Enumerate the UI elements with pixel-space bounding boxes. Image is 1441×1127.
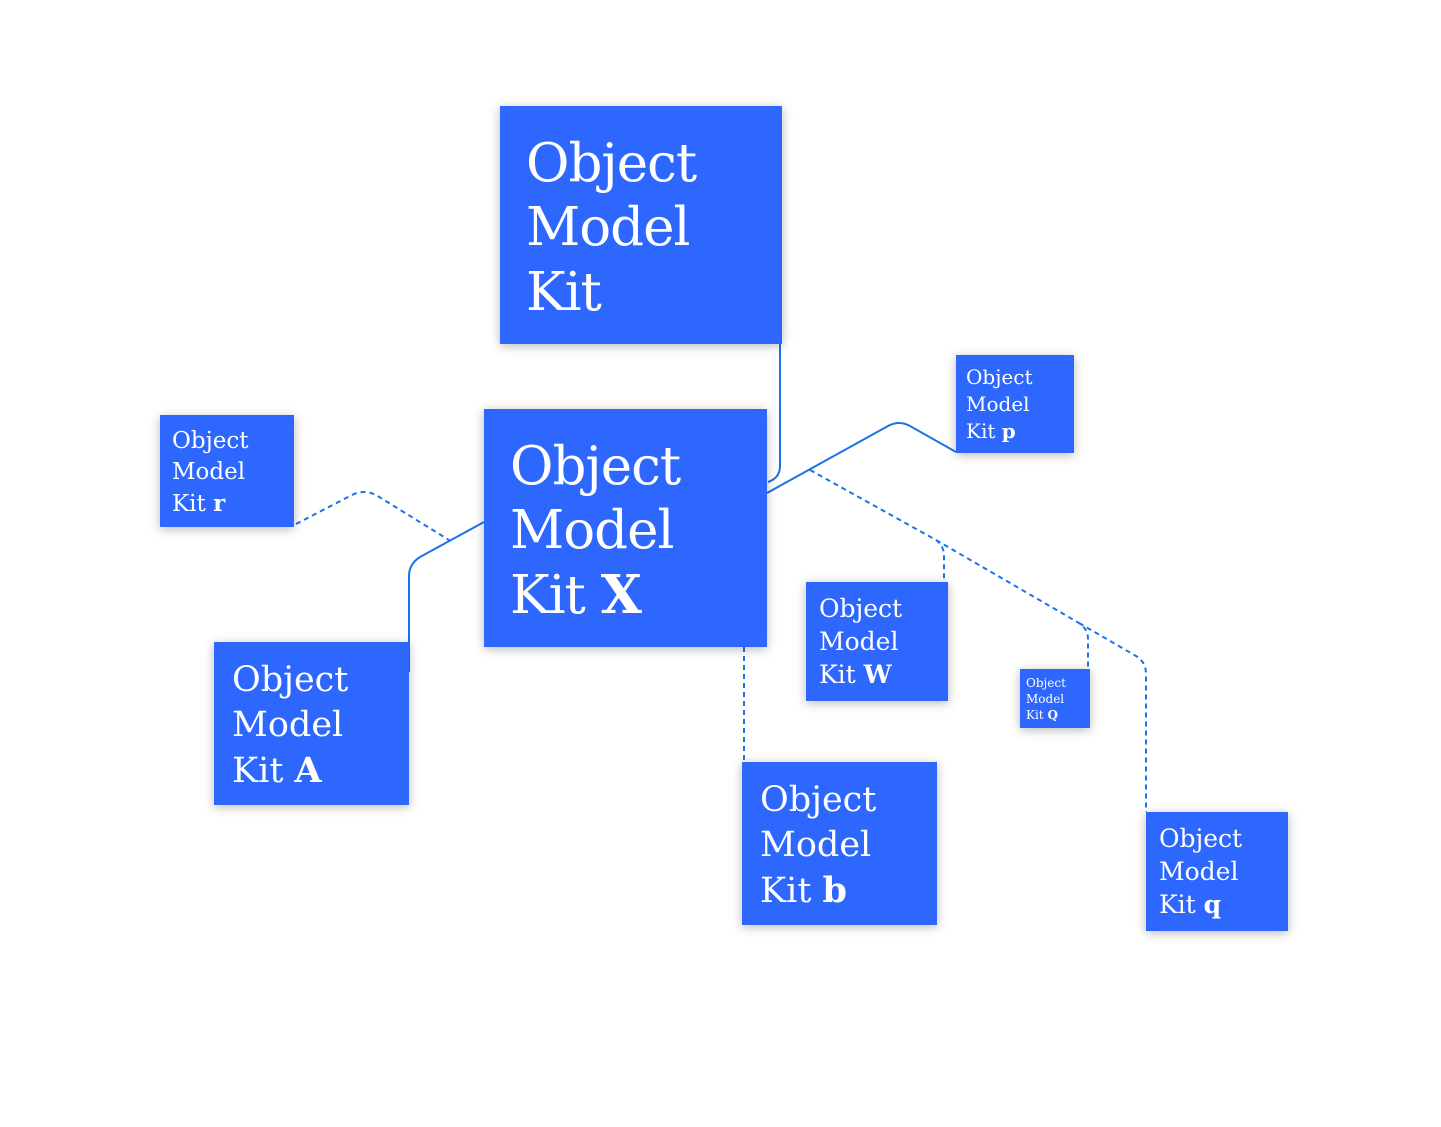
node-kit-x[interactable]: Object Model Kit X xyxy=(484,409,767,647)
node-label: Object Model Kit W xyxy=(819,592,948,691)
link-x-p xyxy=(766,422,957,494)
label-line-2: Model xyxy=(526,197,690,258)
label-line-1: Object xyxy=(526,133,697,194)
label-line-1: Object xyxy=(966,365,1033,389)
link-x-w xyxy=(809,469,945,582)
label-line-1: Object xyxy=(1159,824,1243,853)
node-label: Object Model Kit q xyxy=(1159,822,1288,921)
label-line-2: Model xyxy=(510,500,674,561)
label-prefix: Kit xyxy=(1159,890,1204,919)
node-label: Object Model Kit p xyxy=(966,364,1074,445)
label-prefix: Kit xyxy=(966,419,1002,443)
link-x-q xyxy=(1078,622,1147,812)
node-kit-p[interactable]: Object Model Kit p xyxy=(956,355,1074,453)
node-kit-r[interactable]: Object Model Kit r xyxy=(160,415,294,527)
label-line-2: Model xyxy=(760,825,872,865)
label-line-3: Kit b xyxy=(760,868,937,914)
label-line-2: Model xyxy=(1026,692,1065,706)
label-prefix: Kit xyxy=(510,565,601,626)
link-x-q-small xyxy=(935,539,1089,669)
label-prefix: Kit xyxy=(526,262,602,323)
label-line-3: Kit q xyxy=(1159,888,1288,921)
label-prefix: Kit xyxy=(760,871,823,911)
label-line-3: Kit p xyxy=(966,418,1074,445)
label-line-2: Model xyxy=(1159,857,1239,886)
node-label: Object Model Kit r xyxy=(172,426,294,520)
label-line-2: Model xyxy=(232,705,344,745)
label-prefix: Kit xyxy=(819,660,864,689)
label-line-2: Model xyxy=(966,392,1030,416)
label-suffix: W xyxy=(863,660,892,689)
node-label: Object Model Kit Q xyxy=(1026,675,1090,723)
node-label: Object Model Kit b xyxy=(760,778,937,914)
label-line-1: Object xyxy=(1026,676,1066,690)
link-x-r xyxy=(295,491,450,541)
label-line-3: Kit r xyxy=(172,488,294,520)
label-line-3: Kit A xyxy=(232,748,409,794)
label-prefix: Kit xyxy=(232,751,295,791)
node-object-model-kit[interactable]: Object Model Kit xyxy=(500,106,782,344)
label-suffix: r xyxy=(213,490,226,517)
label-suffix: Q xyxy=(1047,708,1058,722)
node-label: Object Model Kit X xyxy=(510,435,767,628)
label-line-1: Object xyxy=(232,660,349,700)
label-line-1: Object xyxy=(760,780,877,820)
label-suffix: q xyxy=(1203,890,1222,919)
label-line-3: Kit xyxy=(526,260,782,325)
node-kit-w[interactable]: Object Model Kit W xyxy=(806,582,948,701)
link-x-a xyxy=(408,521,485,672)
label-line-2: Model xyxy=(172,459,246,485)
node-kit-q-upper[interactable]: Object Model Kit Q xyxy=(1020,669,1090,728)
label-suffix: p xyxy=(1001,419,1016,443)
label-suffix: X xyxy=(600,564,642,626)
label-line-3: Kit W xyxy=(819,658,948,691)
label-line-3: Kit X xyxy=(510,563,767,628)
node-kit-q[interactable]: Object Model Kit q xyxy=(1146,812,1288,931)
node-kit-b[interactable]: Object Model Kit b xyxy=(742,762,937,925)
label-line-1: Object xyxy=(819,594,903,623)
label-line-2: Model xyxy=(819,627,899,656)
node-kit-a[interactable]: Object Model Kit A xyxy=(214,642,409,805)
label-line-1: Object xyxy=(510,436,681,497)
label-suffix: A xyxy=(294,750,322,791)
label-line-3: Kit Q xyxy=(1026,707,1090,723)
label-suffix: b xyxy=(822,870,848,911)
node-label: Object Model Kit xyxy=(526,132,782,325)
link-root-x xyxy=(767,344,781,483)
label-prefix: Kit xyxy=(1026,708,1048,722)
label-line-1: Object xyxy=(172,428,249,454)
node-label: Object Model Kit A xyxy=(232,658,409,794)
label-prefix: Kit xyxy=(172,491,214,517)
